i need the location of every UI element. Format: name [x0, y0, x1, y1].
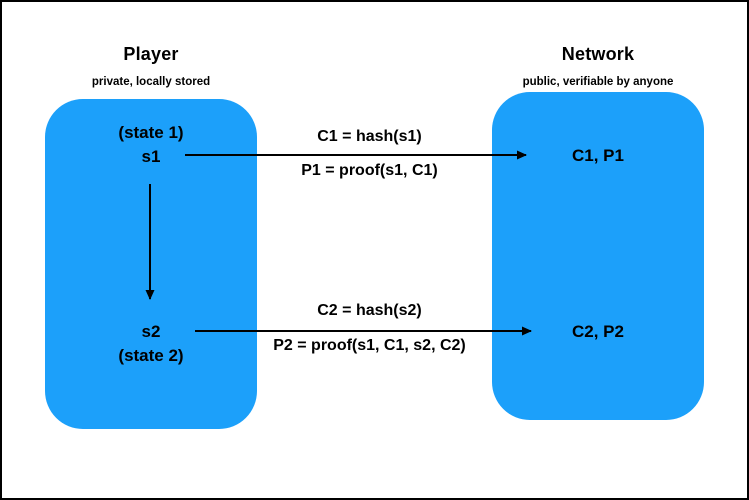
- player-title: Player: [123, 44, 179, 64]
- message2-commit-label: C2 = hash(s2): [317, 302, 422, 319]
- network-record1: C1, P1: [572, 146, 624, 165]
- network-title: Network: [561, 44, 635, 64]
- network-record2: C2, P2: [572, 322, 624, 341]
- player-subtitle: private, locally stored: [91, 76, 211, 88]
- player-state1-caption: (state 1): [118, 123, 184, 142]
- network-box: [492, 92, 704, 420]
- player-state2-value: s2: [141, 322, 161, 341]
- message2-proof-label: P2 = proof(s1, C1, s2, C2): [273, 337, 466, 354]
- message1-proof-label: P1 = proof(s1, C1): [301, 162, 438, 179]
- message1-commit-label: C1 = hash(s1): [317, 128, 422, 145]
- player-state2-caption: (state 2): [118, 346, 184, 365]
- network-subtitle: public, verifiable by anyone: [522, 76, 674, 88]
- player-state1-value: s1: [141, 147, 161, 166]
